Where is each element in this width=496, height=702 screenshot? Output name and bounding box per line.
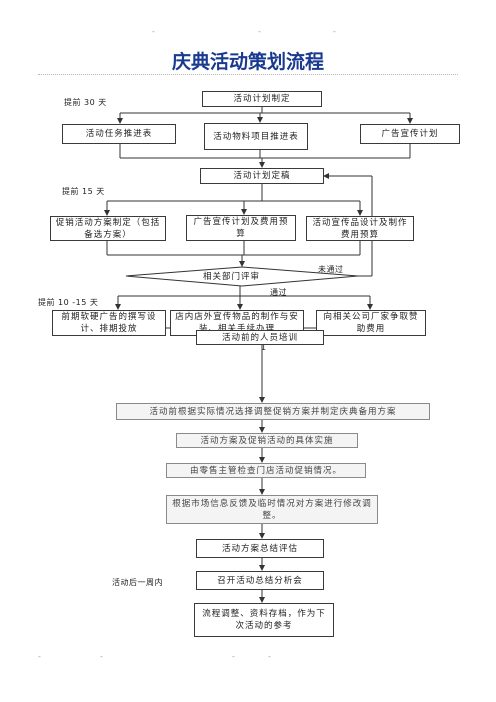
node-review: 相关部门评审 <box>203 272 261 282</box>
node-task-table: 活动任务推进表 <box>62 124 176 144</box>
node-sponsor: 向相关公司厂家争取赞助费用 <box>316 310 426 336</box>
footer-dot: - <box>232 652 235 661</box>
node-promo-plan: 促销活动方案制定（包括备选方案） <box>50 216 166 241</box>
node-plan-make: 活动计划制定 <box>202 91 322 107</box>
node-modify: 根据市场信息反馈及临时情况对方案进行修改调整。 <box>166 495 378 524</box>
review-diamond <box>125 266 359 287</box>
header-dot: - <box>152 27 155 36</box>
footer-dot: - <box>268 652 271 661</box>
header-dot: - <box>258 27 261 36</box>
label-10-15-days: 提前 10 -15 天 <box>38 298 99 307</box>
node-plan-final: 活动计划定稿 <box>200 168 324 184</box>
footer-dot: - <box>100 652 103 661</box>
node-ad-plan: 广告宣传计划 <box>360 124 460 144</box>
label-after-week: 活动后一周内 <box>112 578 163 587</box>
label-not-passed: 未通过 <box>318 265 344 274</box>
node-material-budget: 活动宣传品设计及制作费用预算 <box>306 216 414 241</box>
footer-dot: - <box>38 652 41 661</box>
node-ad-budget: 广告宣传计划及费用预算 <box>186 215 296 241</box>
label-15-days: 提前 15 天 <box>62 187 105 196</box>
node-training: 活动前的人员培训 <box>196 330 324 345</box>
node-ad-design: 前期软硬广告的撰写设计、排期投放 <box>52 310 166 336</box>
marker-one: 1 <box>261 343 267 352</box>
label-passed: 通过 <box>270 288 287 297</box>
node-execute: 活动方案及促销活动的具体实施 <box>176 433 358 448</box>
node-meeting: 召开活动总结分析会 <box>196 571 324 590</box>
page-title: 庆典活动策划流程 <box>171 51 324 73</box>
header-divider <box>38 74 458 75</box>
label-30-days: 提前 30 天 <box>64 98 107 107</box>
node-material-table: 活动物料项目推进表 <box>204 123 308 150</box>
node-adjust: 活动前根据实际情况选择调整促销方案并制定庆典备用方案 <box>116 403 430 420</box>
header-dot: - <box>333 27 336 36</box>
node-inspect: 由零售主管检查门店活动促销情况。 <box>166 463 366 478</box>
node-evaluate: 活动方案总结评估 <box>196 539 324 558</box>
node-archive: 流程调整、资料存档，作为下次活动的参考 <box>194 603 334 637</box>
label-2-days: 提前 2天 <box>150 325 185 334</box>
